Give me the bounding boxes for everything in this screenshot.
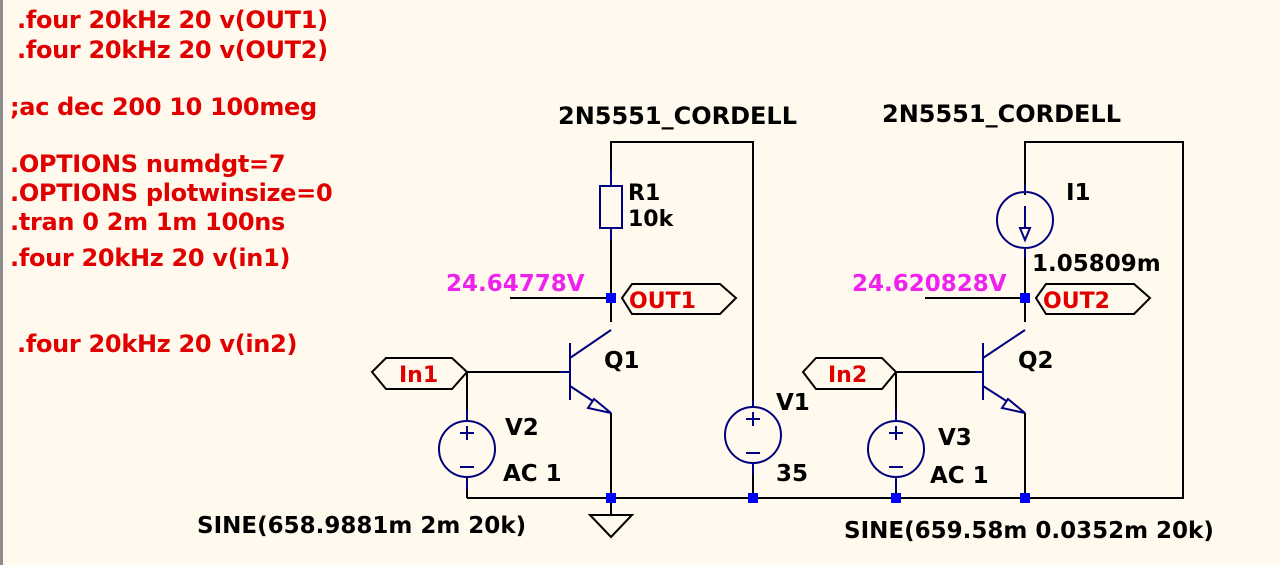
v3-name: V3 — [938, 425, 972, 451]
resistor-r1[interactable] — [599, 170, 623, 240]
junction-out1 — [606, 293, 616, 303]
i1-value: 1.05809m — [1032, 251, 1161, 277]
wire-ground-bus — [467, 141, 1184, 499]
current-source-i1-icon[interactable] — [996, 185, 1054, 258]
netlabel-out1[interactable]: OUT1 — [629, 289, 696, 314]
junctions — [606, 293, 1030, 503]
editor-left-border — [0, 0, 3, 565]
netlabel-in2-shape[interactable] — [801, 357, 898, 390]
spice-directive-four-in1[interactable]: .four 20kHz 20 v(in1) — [10, 244, 291, 272]
v2-sine-params: SINE(658.9881m 2m 20k) — [197, 513, 526, 539]
spice-directive-four-out1[interactable]: .four 20kHz 20 v(OUT1) — [17, 6, 328, 34]
model-label-1: 2N5551_CORDELL — [558, 102, 797, 130]
spice-directive-options-numdgt[interactable]: .OPTIONS numdgt=7 — [10, 150, 286, 178]
model-label-2: 2N5551_CORDELL — [882, 100, 1121, 128]
q2-name: Q2 — [1018, 348, 1054, 374]
v3-value: AC 1 — [930, 463, 989, 489]
spice-directive-tran[interactable]: .tran 0 2m 1m 100ns — [10, 208, 286, 236]
junction-gnd-q2 — [1020, 493, 1030, 503]
node-voltage-out1: 24.64778V — [446, 271, 585, 297]
v2-name: V2 — [505, 415, 539, 441]
v3-sine-params: SINE(659.58m 0.0352m 20k) — [844, 518, 1214, 544]
netlabel-out2[interactable]: OUT2 — [1043, 289, 1110, 314]
transistor-q1-icon[interactable] — [560, 329, 612, 414]
junction-out2 — [1020, 293, 1030, 303]
wire-supply-rail-1 — [610, 141, 754, 408]
v2-value: AC 1 — [503, 461, 562, 487]
ground-icon — [587, 514, 635, 539]
voltage-source-v1-icon[interactable] — [724, 400, 782, 475]
v1-name: V1 — [776, 390, 810, 416]
voltage-source-v2-icon[interactable] — [438, 410, 496, 490]
transistor-q2-icon[interactable] — [975, 329, 1026, 414]
netlabel-out1-shape[interactable] — [620, 283, 738, 315]
spice-directive-four-out2[interactable]: .four 20kHz 20 v(OUT2) — [17, 36, 328, 64]
r1-name: R1 — [628, 181, 660, 206]
q1-name: Q1 — [604, 348, 640, 374]
i1-name: I1 — [1066, 180, 1091, 206]
wires — [466, 141, 1184, 515]
junction-gnd-v1 — [748, 493, 758, 503]
node-voltage-out2: 24.620828V — [852, 271, 1007, 297]
v1-value: 35 — [776, 461, 808, 487]
netlabel-in2[interactable]: In2 — [828, 363, 867, 388]
spice-directive-options-plotwinsize[interactable]: .OPTIONS plotwinsize=0 — [10, 179, 333, 207]
netlabel-out2-shape[interactable] — [1034, 283, 1152, 315]
netlabel-in1-shape[interactable] — [370, 357, 469, 390]
voltage-source-v3-icon[interactable] — [867, 410, 925, 490]
spice-comment-ac[interactable]: ;ac dec 200 10 100meg — [10, 93, 317, 121]
junction-gnd-v3 — [891, 493, 901, 503]
junction-gnd-q1 — [606, 493, 616, 503]
r1-value: 10k — [628, 207, 675, 232]
netlabel-in1[interactable]: In1 — [399, 363, 438, 388]
spice-directive-four-in2[interactable]: .four 20kHz 20 v(in2) — [17, 330, 298, 358]
